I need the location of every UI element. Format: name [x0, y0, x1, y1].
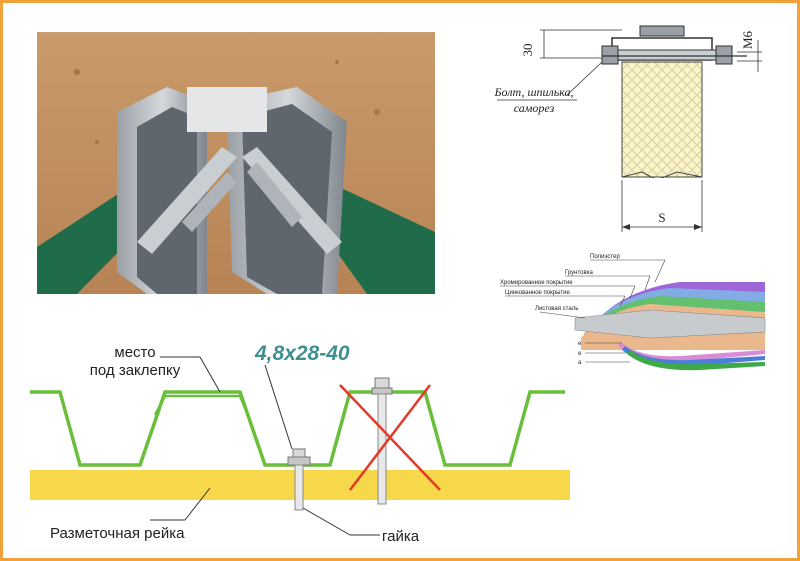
fence-post-photo [37, 32, 435, 294]
screw-dimension-label: 4,8х28-40 [254, 342, 350, 365]
layer-label-steel: Листовая сталь [535, 306, 578, 312]
rivet-label-line1: место [114, 344, 155, 361]
layer-label-primer: Грунтовка [565, 270, 593, 276]
dim-s-label: S [658, 210, 665, 225]
layer-label-bottom-3: а [578, 360, 582, 366]
coating-layers-diagram: Полиэстер Грунтовка Хромированное покрыт… [490, 250, 770, 375]
layer-label-bottom-2: е [578, 351, 582, 357]
profile-fastening-diagram: место под заклепку 4,8х28-40 Разметочная… [20, 330, 580, 555]
dim-m6-label: M6 [740, 30, 755, 49]
layer-label-zinc: Цинкованное покрытие [505, 290, 571, 296]
cross-line-2 [349, 384, 431, 491]
nut-label: гайка [382, 528, 420, 545]
sandwich-panel-schematic: 30 M6 S Болт, шпилька, саморез [462, 20, 772, 240]
layer-label-polyester: Полиэстер [590, 254, 620, 260]
layer-label-bottom-1: е [578, 341, 582, 347]
fastener-label-line2: саморез [514, 101, 555, 115]
fastener-label-line1: Болт, шпилька, [493, 85, 573, 99]
nut-washer [287, 456, 311, 466]
rail-label: Разметочная рейка [50, 525, 185, 542]
dim-30-label: 30 [520, 44, 535, 57]
rivet-label-line2: под заклепку [90, 362, 181, 379]
layer-label-chrome: Хромированное покрытие [500, 280, 573, 286]
